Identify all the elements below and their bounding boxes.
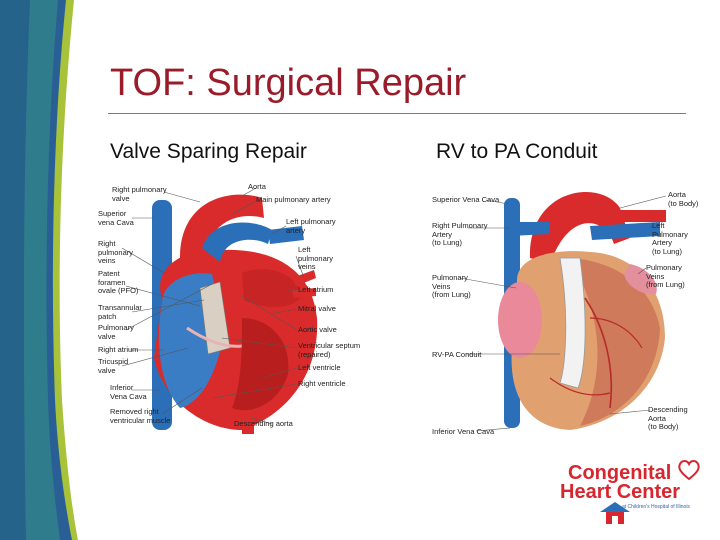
label-left-pulmonary-artery: Left pulmonary artery [286, 218, 336, 235]
label-left-pulmonary-artery-right: Left Pulmonary Artery (to Lung) [652, 222, 702, 256]
label-transannular-patch: Transannular patch [98, 304, 142, 321]
label-right-pulmonary-veins: Right pulmonary veins [98, 240, 133, 266]
label-removed-muscle: Removed right ventricular muscle [110, 408, 170, 425]
label-ventricular-septum: Ventricular septum (repaired) [298, 342, 360, 359]
label-aortic-valve: Aortic valve [298, 326, 337, 335]
logo-line-2: Heart Center [560, 481, 680, 504]
label-inferior-vena-cava: Inferior Vena Cava [110, 384, 147, 401]
label-pulmonary-veins-right: Pulmonary Veins (from Lung) [432, 274, 471, 300]
label-superior-vena-cava: Superior vena Cava [98, 210, 134, 227]
label-superior-vena-cava-right: Superior Vena Cava [432, 196, 499, 205]
label-inferior-vena-cava-right: Inferior Vena Cava [432, 428, 494, 437]
title-divider [108, 113, 686, 114]
valve-sparing-repair-diagram: Right pulmonary valve Aorta Main pulmona… [92, 178, 412, 440]
label-pulmonary-veins-left: Pulmonary Veins (from Lung) [646, 264, 702, 290]
label-aorta-right: Aorta (to Body) [668, 191, 698, 208]
label-aorta: Aorta [248, 183, 266, 192]
label-descending-aorta-right: Descending Aorta (to Body) [648, 406, 702, 432]
label-right-pulmonary-valve: Right pulmonary valve [112, 186, 167, 203]
left-column-heading: Valve Sparing Repair [110, 140, 307, 164]
decorative-side-band [0, 0, 86, 540]
heart-icon [678, 460, 700, 480]
label-main-pulmonary-artery: Main pulmonary artery [256, 196, 331, 205]
label-patent-foramen-ovale: Patent foramen ovale (PFO) [98, 270, 138, 296]
rv-pa-conduit-diagram: Superior Vena Cava Aorta (to Body) Right… [420, 178, 702, 440]
right-leader-lines [420, 178, 702, 440]
label-left-atrium: Left atrium [298, 286, 333, 295]
logo-tagline: at Children's Hospital of Illinois [622, 504, 690, 510]
label-left-pulmonary-veins: Left pulmonary veins [298, 246, 333, 272]
slide-title: TOF: Surgical Repair [110, 62, 466, 105]
house-icon [600, 502, 630, 524]
label-left-ventricle: Left ventricle [298, 364, 341, 373]
label-rv-pa-conduit: RV-PA Conduit [432, 351, 481, 360]
label-pulmonary-valve: Pulmonary valve [98, 324, 134, 341]
label-mitral-valve: Mitral valve [298, 305, 336, 314]
label-descending-aorta: Descending aorta [234, 420, 293, 429]
label-right-atrium: Right atrium [98, 346, 138, 355]
label-right-pulmonary-artery: Right Pulmonary Artery (to Lung) [432, 222, 487, 248]
congenital-heart-center-logo: Congenital Heart Center at Children's Ho… [560, 462, 710, 528]
label-tricuspid-valve: Tricuspid valve [98, 358, 128, 375]
right-column-heading: RV to PA Conduit [436, 140, 598, 164]
label-right-ventricle: Right ventricle [298, 380, 346, 389]
